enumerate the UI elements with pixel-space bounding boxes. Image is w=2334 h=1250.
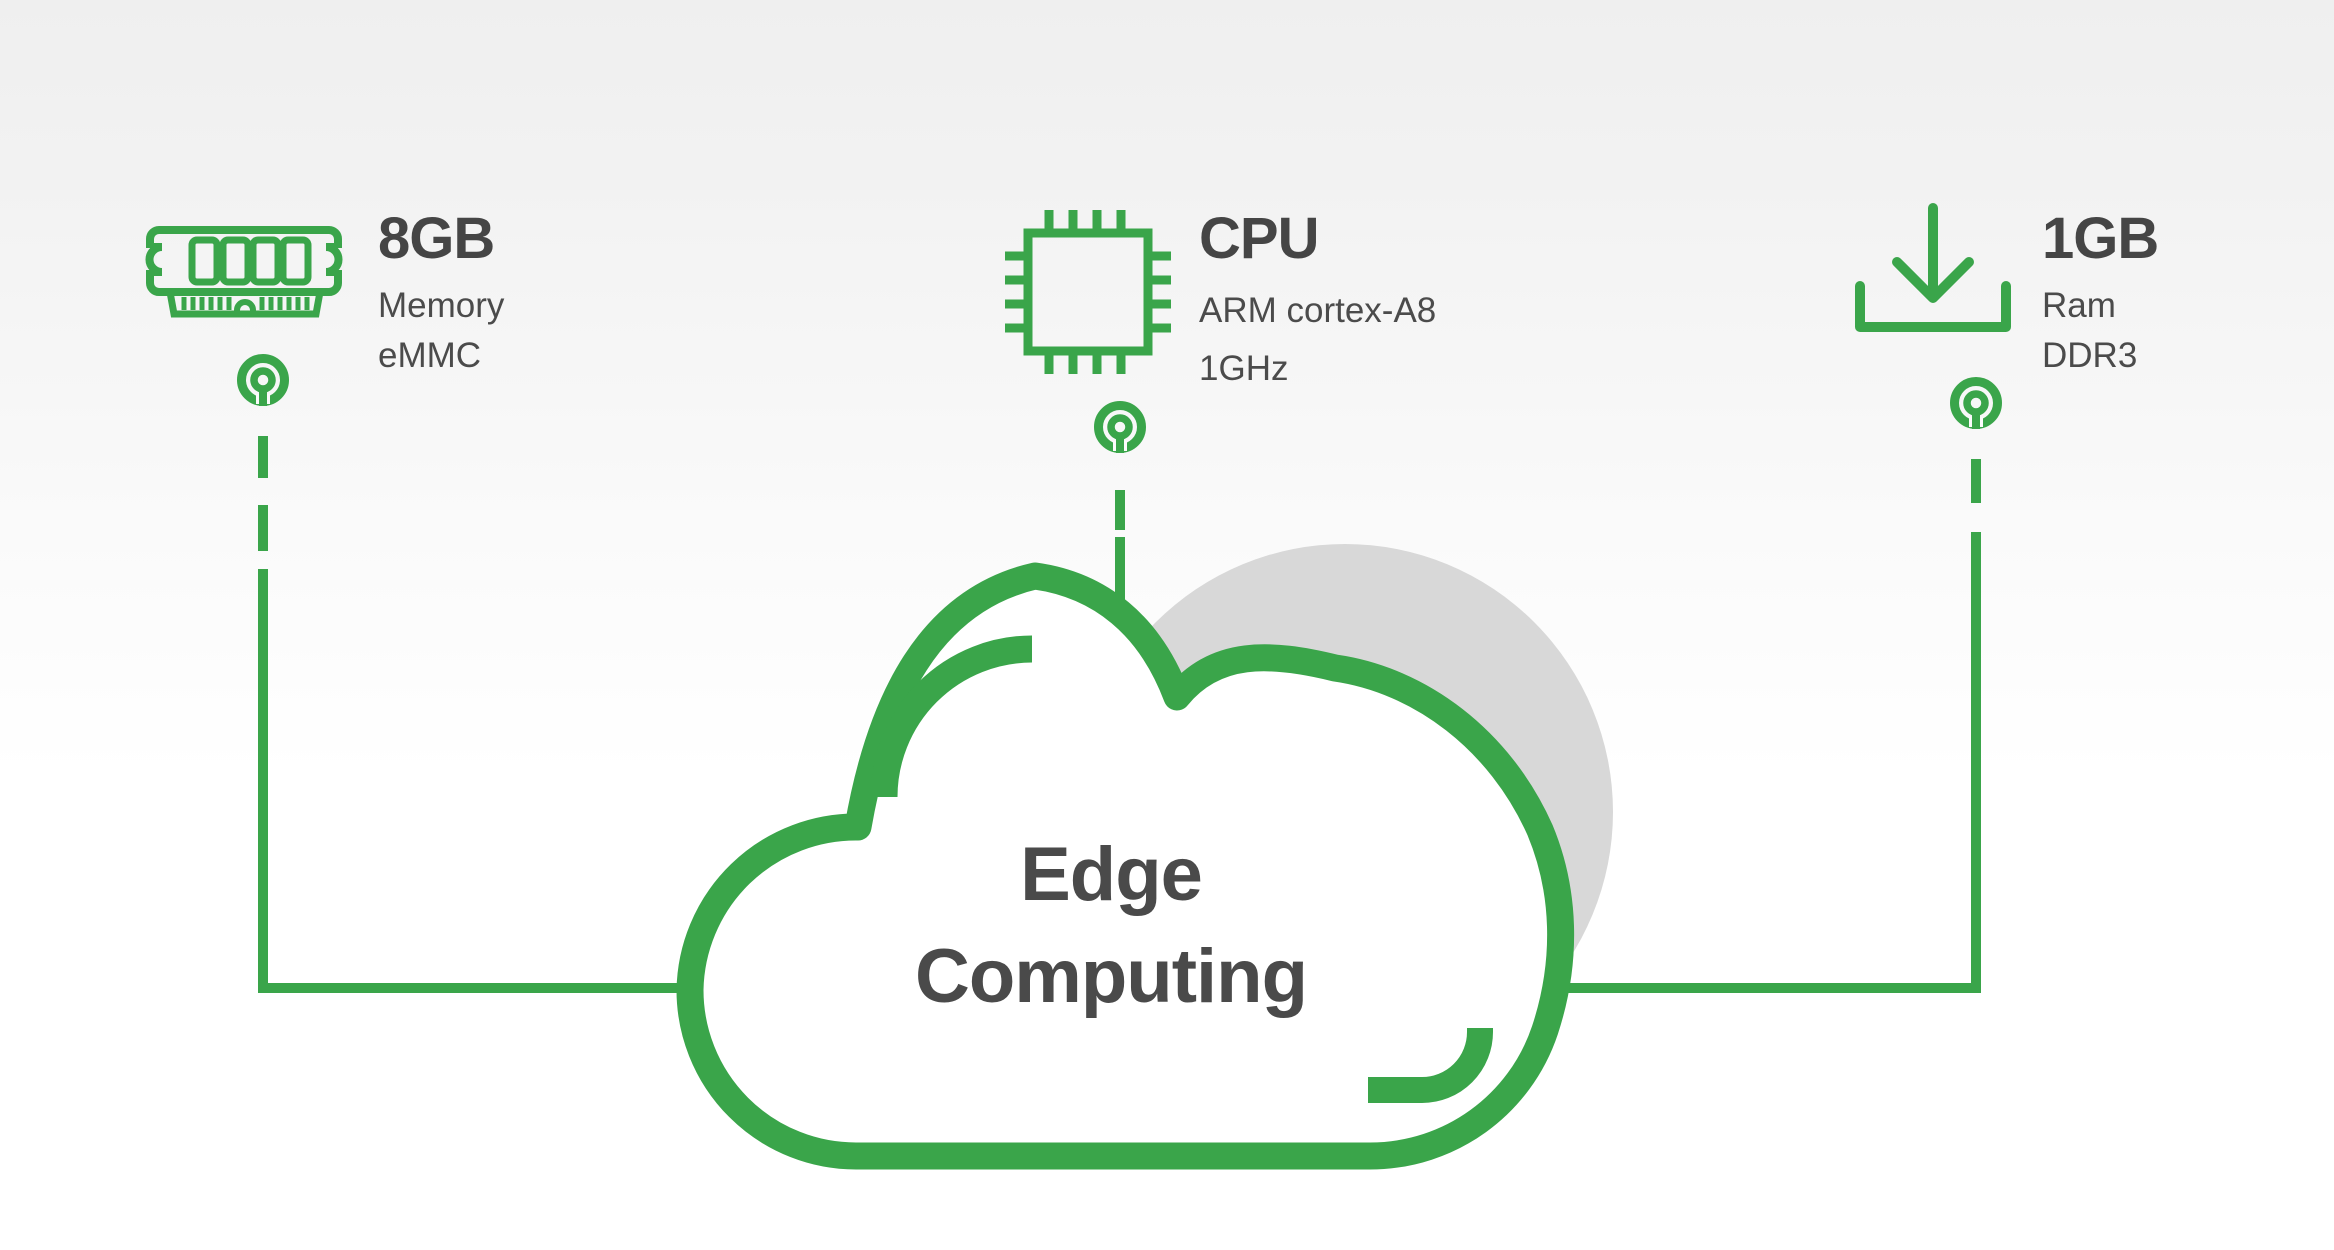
spec-memory-detail1: Memory <box>378 286 505 325</box>
download-tray <box>1855 281 2011 332</box>
marker-inner-ring <box>1963 390 1989 416</box>
node-marker-memory <box>237 354 289 406</box>
cloud-title-line1: Edge <box>1020 832 1202 917</box>
marker-stem <box>259 386 267 406</box>
spec-ram-detail2: DDR3 <box>2042 336 2137 375</box>
dimm-key-notch <box>234 299 256 314</box>
dimm-chip <box>249 236 282 286</box>
connector-memory <box>258 436 700 993</box>
spec-ram-value: 1GB <box>2042 206 2158 271</box>
dimm-right-notch <box>325 243 343 276</box>
cloud-inner-arc <box>870 635 1033 798</box>
spec-memory-value: 8GB <box>378 206 494 271</box>
spec-cpu-detail2: 1GHz <box>1199 349 1288 388</box>
marker-stem <box>1972 409 1980 429</box>
dimm-chip <box>279 236 312 286</box>
dimm-left-notch <box>145 243 163 276</box>
cloud-title-line2: Computing <box>915 934 1307 1019</box>
spec-cpu-detail1: ARM cortex-A8 <box>1199 291 1436 330</box>
spec-memory-detail2: eMMC <box>378 336 481 375</box>
download-ram-icon <box>1855 203 2011 332</box>
cloud-inner-swoosh <box>1368 1028 1493 1103</box>
marker-inner-ring <box>250 367 276 393</box>
download-arrow-head <box>1892 257 1974 303</box>
spec-cpu-value: CPU <box>1199 206 1318 271</box>
spec-memory-labels: 8GB Memory eMMC <box>378 206 505 375</box>
cloud-title: Edge Computing <box>915 832 1308 1019</box>
node-marker-ram <box>1950 377 2002 429</box>
cpu-pins <box>1005 210 1171 374</box>
spec-ram-detail1: Ram <box>2042 286 2116 325</box>
connector-ram <box>1530 459 1981 993</box>
marker-inner-ring <box>1107 414 1133 440</box>
marker-stem <box>1116 433 1124 453</box>
spec-ram-labels: 1GB Ram DDR3 <box>2042 206 2159 375</box>
dimm-chip <box>219 236 252 286</box>
node-marker-cpu <box>1094 401 1146 453</box>
cpu-die <box>1023 228 1153 356</box>
spec-cpu-labels: CPU ARM cortex-A8 1GHz <box>1199 206 1436 388</box>
memory-module-icon <box>144 226 344 318</box>
cpu-chip-icon <box>1005 210 1171 374</box>
dimm-pin-bar <box>166 291 324 318</box>
dimm-chip <box>188 236 221 286</box>
dimm-pins <box>181 297 310 310</box>
